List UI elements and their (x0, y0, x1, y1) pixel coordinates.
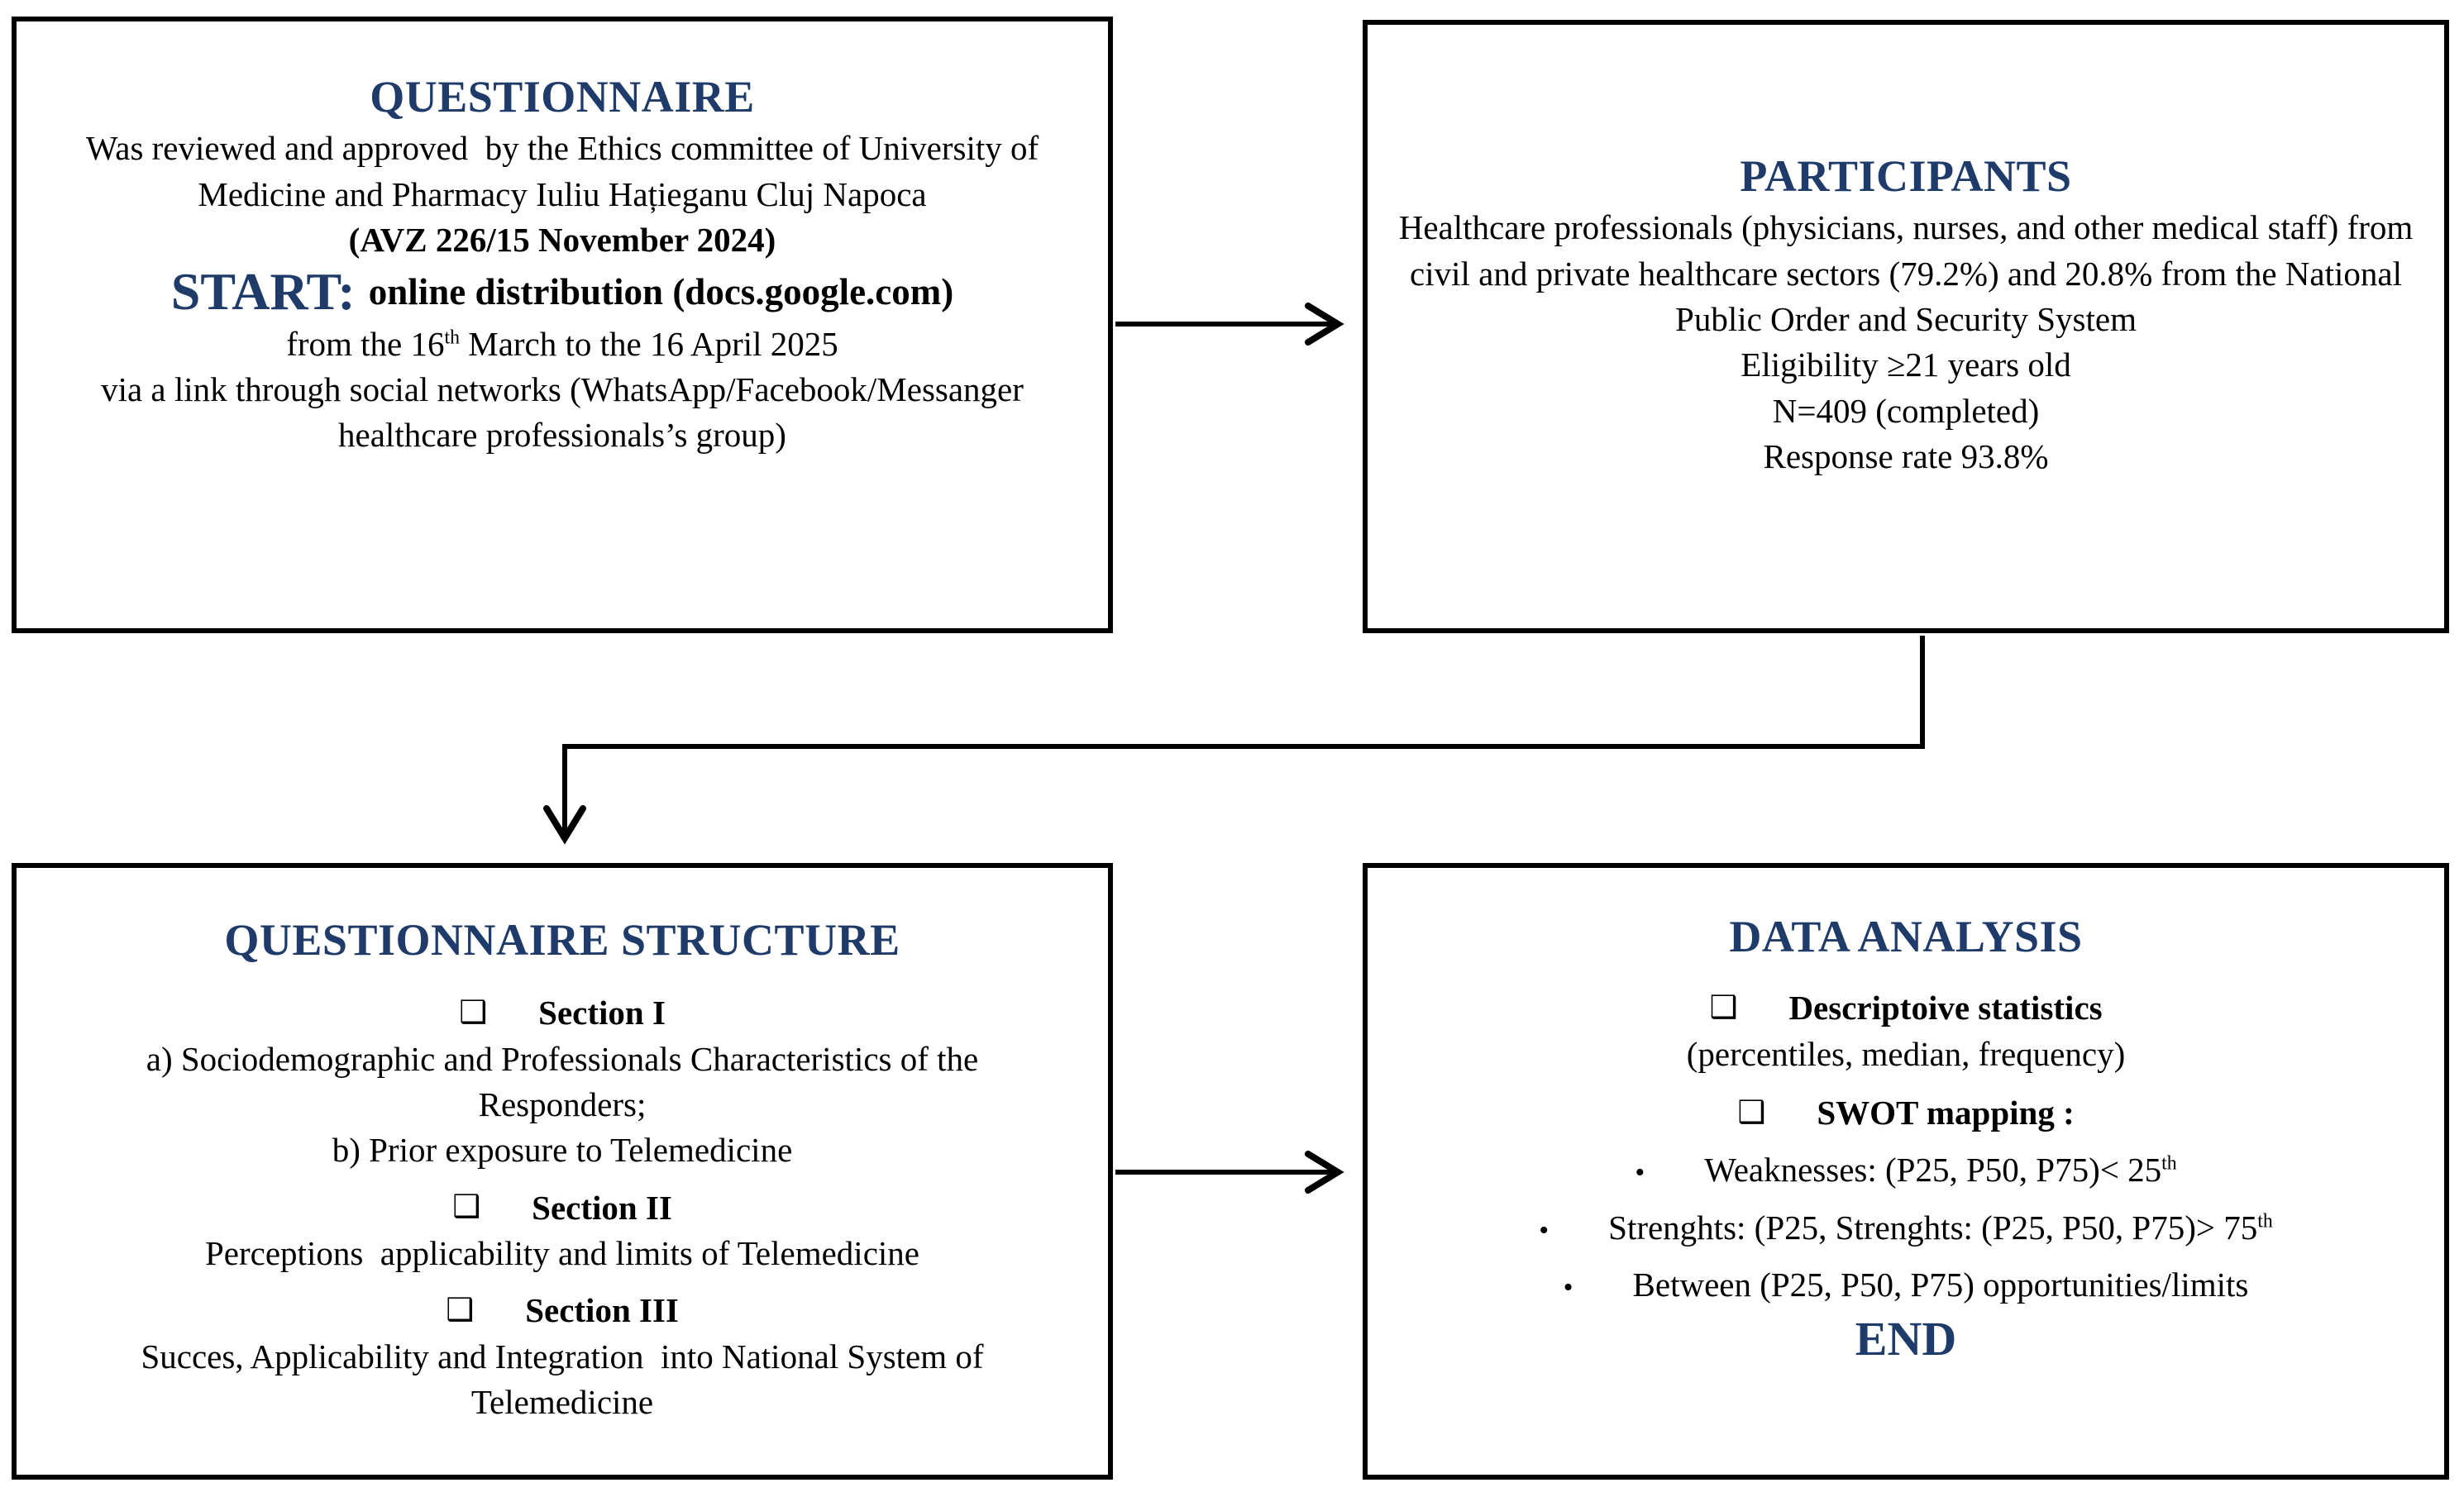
bullet-icon: • (1539, 1214, 1550, 1246)
swot-mapping-heading: SWOT mapping : (1817, 1093, 2075, 1132)
structure-title: QUESTIONNAIRE STRUCTURE (224, 915, 900, 965)
period-superscript: th (444, 326, 461, 348)
section-3-item: Succes, Applicability and Integration in… (141, 1337, 992, 1421)
approval-reference: (AVZ 226/15 November 2024) (348, 220, 776, 259)
section-1-heading: Section I (538, 994, 666, 1032)
swot-strengths-text: Strenghts: (P25, Strenghts: (P25, P50, P… (1608, 1208, 2273, 1247)
descriptive-statistics-row: ❑ Descriptoive statistics (1709, 985, 2102, 1031)
section-2-heading: Section II (532, 1188, 672, 1227)
swot-strengths-item: • Strenghts: (P25, Strenghts: (P25, P50,… (1539, 1205, 2273, 1251)
period-text-end: March to the 16 April 2025 (460, 324, 838, 363)
participants-box: PARTICIPANTS Healthcare professionals (p… (1363, 20, 2449, 633)
questionnaire-title: QUESTIONNAIRE (370, 72, 755, 122)
checkbox-icon: ❑ (446, 1290, 475, 1328)
connector-participants-to-structure (543, 636, 1925, 845)
section-1-row: ❑ Section I (459, 990, 666, 1036)
section-1-item-a: a) Sociodemographic and Professionals Ch… (146, 1039, 987, 1123)
structure-box: QUESTIONNAIRE STRUCTURE ❑ Section I a) S… (12, 863, 1113, 1480)
eligibility-text: Eligibility ≥21 years old (1741, 346, 2071, 384)
swot-weaknesses-text: Weaknesses: (P25, P50, P75)< 25th (1704, 1151, 2177, 1189)
bullet-icon: • (1563, 1271, 1573, 1303)
checkbox-icon: ❑ (459, 993, 488, 1030)
swot-weaknesses-item: • Weaknesses: (P25, P50, P75)< 25th (1635, 1147, 2176, 1193)
period-text: from the 16 (286, 324, 445, 363)
descriptive-statistics-detail: (percentiles, median, frequency) (1686, 1034, 2126, 1073)
start-line: START: online distribution (docs.google.… (170, 262, 954, 322)
descriptive-statistics-heading: Descriptoive statistics (1788, 989, 2103, 1027)
sample-size-text: N=409 (completed) (1772, 391, 2040, 430)
ethics-review-text: Was reviewed and approved by the Ethics … (85, 129, 1048, 213)
participants-description: Healthcare professionals (physicians, nu… (1398, 208, 2422, 338)
participants-title: PARTICIPANTS (1740, 151, 2072, 201)
analysis-title: DATA ANALYSIS (1729, 912, 2083, 961)
section-2-row: ❑ Section II (452, 1185, 672, 1231)
distribution-channels: via a link through social networks (What… (101, 369, 1033, 455)
start-label: START: (170, 262, 356, 322)
checkbox-icon: ❑ (452, 1188, 481, 1225)
section-3-row: ❑ Section III (446, 1288, 679, 1333)
analysis-box: DATA ANALYSIS ❑ Descriptoive statistics … (1363, 863, 2449, 1480)
bullet-icon: • (1635, 1157, 1645, 1189)
distribution-period: from the 16th March to the 16 April 2025 (286, 322, 838, 367)
section-1-item-b: b) Prior exposure to Telemedicine (332, 1131, 793, 1170)
checkbox-icon: ❑ (1737, 1093, 1766, 1130)
swot-between-item: • Between (P25, P50, P75) opportunities/… (1564, 1262, 2249, 1308)
section-2-item: Perceptions applicability and limits of … (205, 1233, 919, 1272)
swot-between-text: Between (P25, P50, P75) opportunities/li… (1632, 1265, 2249, 1304)
checkbox-icon: ❑ (1709, 988, 1738, 1025)
end-label: END (1855, 1312, 1957, 1366)
questionnaire-box: QUESTIONNAIRE Was reviewed and approved … (12, 17, 1113, 633)
start-detail: online distribution (docs.google.com) (368, 271, 954, 313)
response-rate-text: Response rate 93.8% (1763, 436, 2049, 475)
section-3-heading: Section III (525, 1291, 679, 1330)
swot-mapping-row: ❑ SWOT mapping : (1737, 1090, 2074, 1136)
